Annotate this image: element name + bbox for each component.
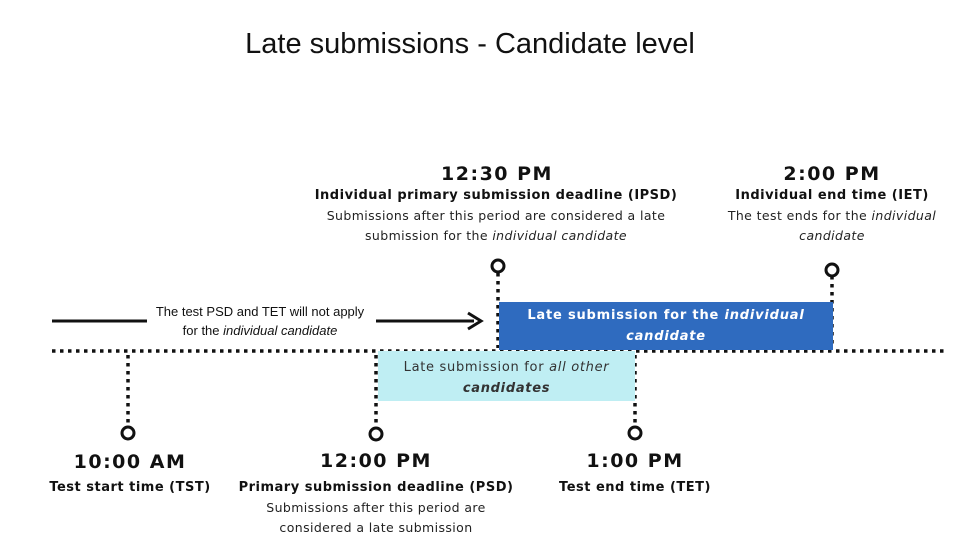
note-line2-pre: for the xyxy=(182,323,224,338)
ipsd-desc-line1: Submissions after this period are consid… xyxy=(326,208,666,223)
iet-time: 2:00 PM xyxy=(783,163,881,185)
page-title: Late submissions - Candidate level xyxy=(245,28,695,60)
tet-time: 1:00 PM xyxy=(586,450,684,472)
note-not-apply: The test PSD and TET will not apply for … xyxy=(140,302,380,340)
bar-others-late: Late submission for all other candidates xyxy=(378,351,635,401)
psd-desc-line2: considered a late submission xyxy=(279,520,473,535)
marker-psd xyxy=(368,426,384,442)
iet-desc-line1: The test ends for the xyxy=(727,208,872,223)
psd-desc-line1: Submissions after this period are xyxy=(266,500,486,515)
marker-ipsd xyxy=(490,258,506,274)
bar-individual-em2: candidate xyxy=(626,329,706,344)
bar-individual-text: Late submission for the xyxy=(527,308,725,323)
iet-label: Individual end time (IET) xyxy=(735,188,929,203)
bar-others-text: Late submission for xyxy=(403,360,550,375)
bar-others-em: all other xyxy=(549,360,610,375)
ipsd-desc: Submissions after this period are consid… xyxy=(286,206,706,246)
bar-individual-late: Late submission for the individual candi… xyxy=(499,302,833,350)
note-line1: The test PSD and TET will not apply xyxy=(155,304,365,319)
tst-label: Test start time (TST) xyxy=(49,480,211,495)
ipsd-desc-line2: submission for the xyxy=(365,228,493,243)
ipsd-label: Individual primary submission deadline (… xyxy=(314,188,678,203)
marker-tst xyxy=(120,425,136,441)
marker-tet xyxy=(627,425,643,441)
iet-desc-em2: candidate xyxy=(799,228,865,243)
ipsd-time: 12:30 PM xyxy=(441,163,553,185)
psd-time: 12:00 PM xyxy=(320,450,432,472)
psd-desc: Submissions after this period are consid… xyxy=(226,498,526,538)
note-line2-em: individual candidate xyxy=(223,323,338,338)
iet-desc: The test ends for the individual candida… xyxy=(712,206,952,246)
tet-label: Test end time (TET) xyxy=(559,480,711,495)
psd-label: Primary submission deadline (PSD) xyxy=(238,480,514,495)
tst-time: 10:00 AM xyxy=(73,451,187,473)
bar-individual-em: individual xyxy=(724,308,805,323)
iet-desc-em: individual xyxy=(871,208,937,223)
arrow-head xyxy=(467,311,484,331)
ipsd-desc-em: individual candidate xyxy=(492,228,627,243)
bar-others-em2: candidates xyxy=(462,381,551,396)
marker-iet xyxy=(824,262,840,278)
